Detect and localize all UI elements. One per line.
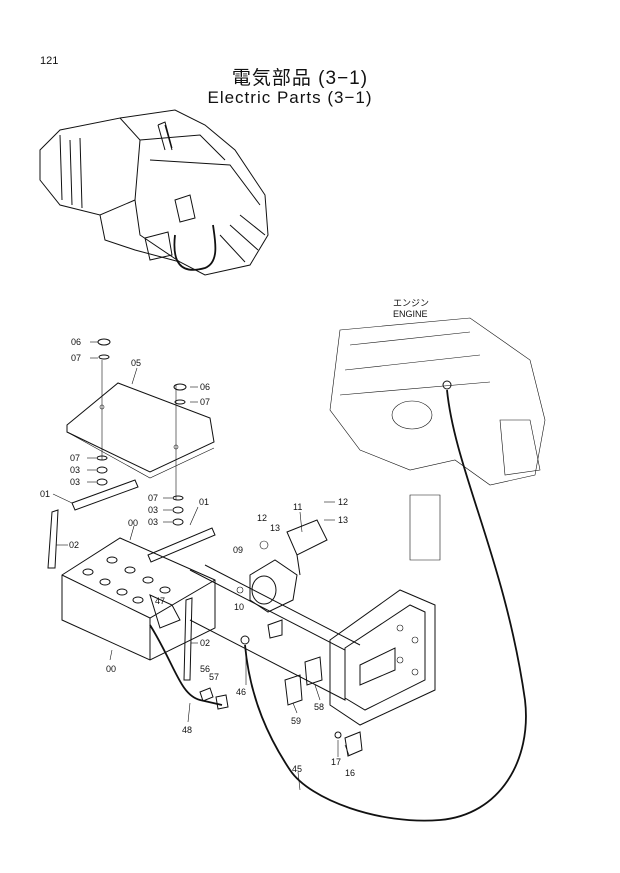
callout-02-left: 02 xyxy=(69,540,79,550)
hold-down-bars xyxy=(47,479,216,681)
callout-16: 16 xyxy=(345,768,355,778)
callout-07-right: 07 xyxy=(200,397,210,407)
callout-11: 11 xyxy=(293,502,302,512)
callout-labels: 06 07 05 06 07 07 03 03 01 02 07 03 03 0… xyxy=(40,337,355,778)
callout-07-left: 07 xyxy=(71,353,81,363)
callout-01-left: 01 xyxy=(40,489,50,499)
small-components xyxy=(240,619,363,757)
callout-07-lower-left: 07 xyxy=(70,453,80,463)
page-title-english: Electric Parts (3−1) xyxy=(207,88,373,107)
callout-12-right: 12 xyxy=(338,497,348,507)
callout-17: 17 xyxy=(331,757,341,767)
mounting-bracket xyxy=(329,589,436,726)
page-title-japanese: 電気部品 (3−1) xyxy=(231,68,369,89)
callout-58: 58 xyxy=(314,702,324,712)
battery-cable xyxy=(149,624,229,710)
callout-01-right: 01 xyxy=(199,497,209,507)
callout-57: 57 xyxy=(209,672,219,682)
hardware-stack xyxy=(96,338,187,526)
callout-12-left: 12 xyxy=(257,513,267,523)
callout-06-left: 06 xyxy=(71,337,81,347)
callout-06-right: 06 xyxy=(200,382,210,392)
callout-47: 47 xyxy=(155,596,165,606)
callout-03-center-a: 03 xyxy=(148,505,158,515)
battery-cover-plate xyxy=(66,360,215,500)
callout-00-top: 00 xyxy=(128,518,138,528)
callout-03-left-b: 03 xyxy=(70,477,80,487)
leader-lines xyxy=(52,341,350,791)
callout-45: 45 xyxy=(292,764,302,774)
callout-13-left: 13 xyxy=(270,523,280,533)
engine-label-japanese: エンジン xyxy=(393,298,430,308)
battery-relay xyxy=(236,519,328,613)
callout-07-center: 07 xyxy=(148,493,158,503)
callout-00-bottom: 00 xyxy=(106,664,116,674)
callout-02-right: 02 xyxy=(200,638,210,648)
battery xyxy=(61,537,216,661)
callout-03-center-b: 03 xyxy=(148,517,158,527)
callout-13-right: 13 xyxy=(338,515,348,525)
callout-05: 05 xyxy=(131,358,141,368)
callout-09: 09 xyxy=(233,545,243,555)
callout-48: 48 xyxy=(182,725,192,735)
callout-46: 46 xyxy=(236,687,246,697)
excavator-overview xyxy=(39,109,269,276)
callout-59: 59 xyxy=(291,716,301,726)
engine xyxy=(329,317,546,561)
ground-cable xyxy=(244,389,527,822)
callout-56: 56 xyxy=(200,664,210,674)
callout-10: 10 xyxy=(234,602,244,612)
callout-03-left-a: 03 xyxy=(70,465,80,475)
engine-label-english: ENGINE xyxy=(393,309,428,319)
page-number: 121 xyxy=(40,55,59,67)
